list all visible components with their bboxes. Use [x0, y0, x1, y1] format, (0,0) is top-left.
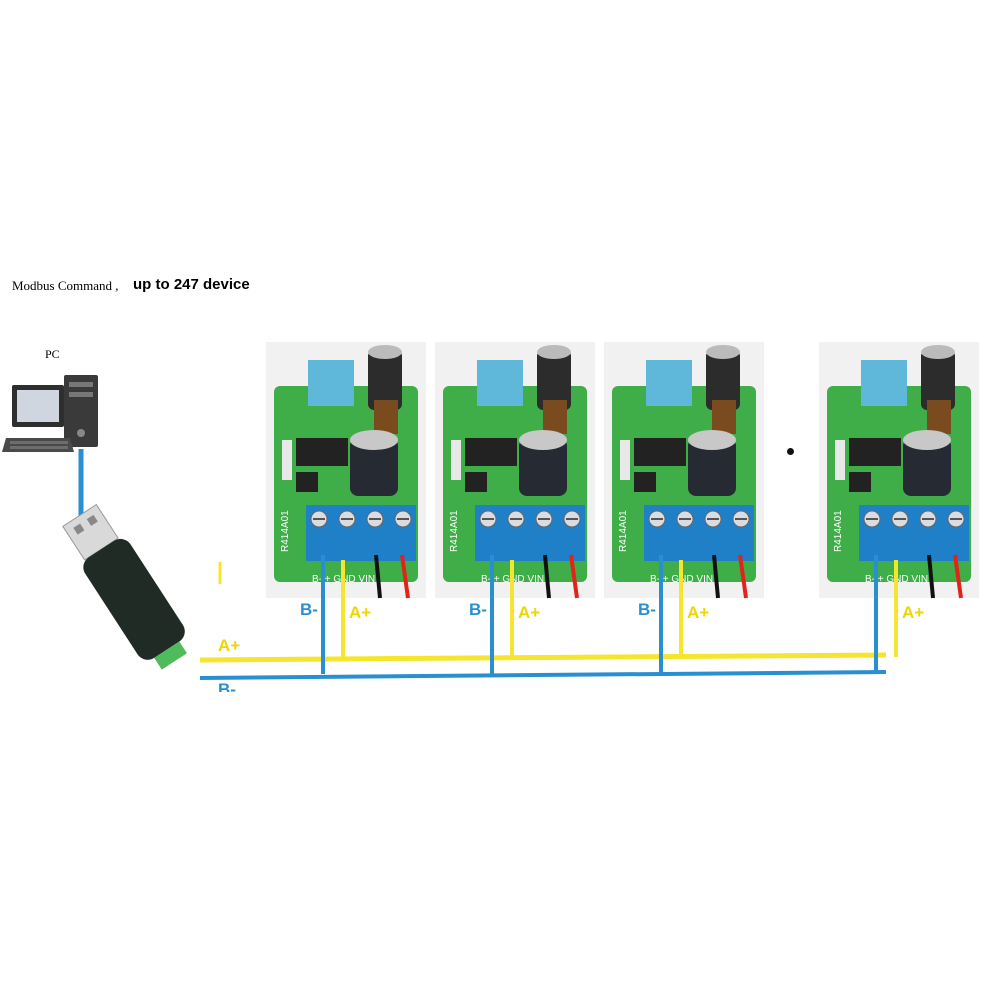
caption-modbus-command: Modbus Command , — [12, 278, 119, 293]
usb-a-plus-label: A+ — [218, 636, 241, 655]
wire-label-b-minus: B- — [300, 600, 318, 619]
pc-icon — [2, 375, 98, 452]
sensor-icon — [308, 360, 354, 406]
wire-label-b-minus: B- — [638, 600, 656, 619]
usb-b-minus-label: B- — [218, 680, 236, 692]
pc-label: PC — [45, 347, 60, 361]
board-text: R414A01 — [618, 510, 629, 552]
wire-label-a-plus: A+ — [687, 603, 710, 622]
board-text: R414A01 — [280, 510, 291, 552]
wire-label-a-plus: A+ — [902, 603, 925, 622]
bus-a-plus-wire — [199, 652, 887, 663]
caption-device-count: up to 247 device — [133, 276, 250, 293]
bus-b-minus-wire — [199, 670, 887, 680]
usb-rs485-adapter — [62, 503, 187, 670]
ellipsis-dot — [787, 448, 794, 455]
wire-label-a-plus: A+ — [518, 603, 541, 622]
sensor-icon — [646, 360, 692, 406]
wire-label-a-plus: A+ — [349, 603, 372, 622]
sensor-icon — [861, 360, 907, 406]
wire-label-b-minus: B- — [469, 600, 487, 619]
sensor-icon — [477, 360, 523, 406]
board-text: R414A01 — [449, 510, 460, 552]
board-text: R414A01 — [833, 510, 844, 552]
